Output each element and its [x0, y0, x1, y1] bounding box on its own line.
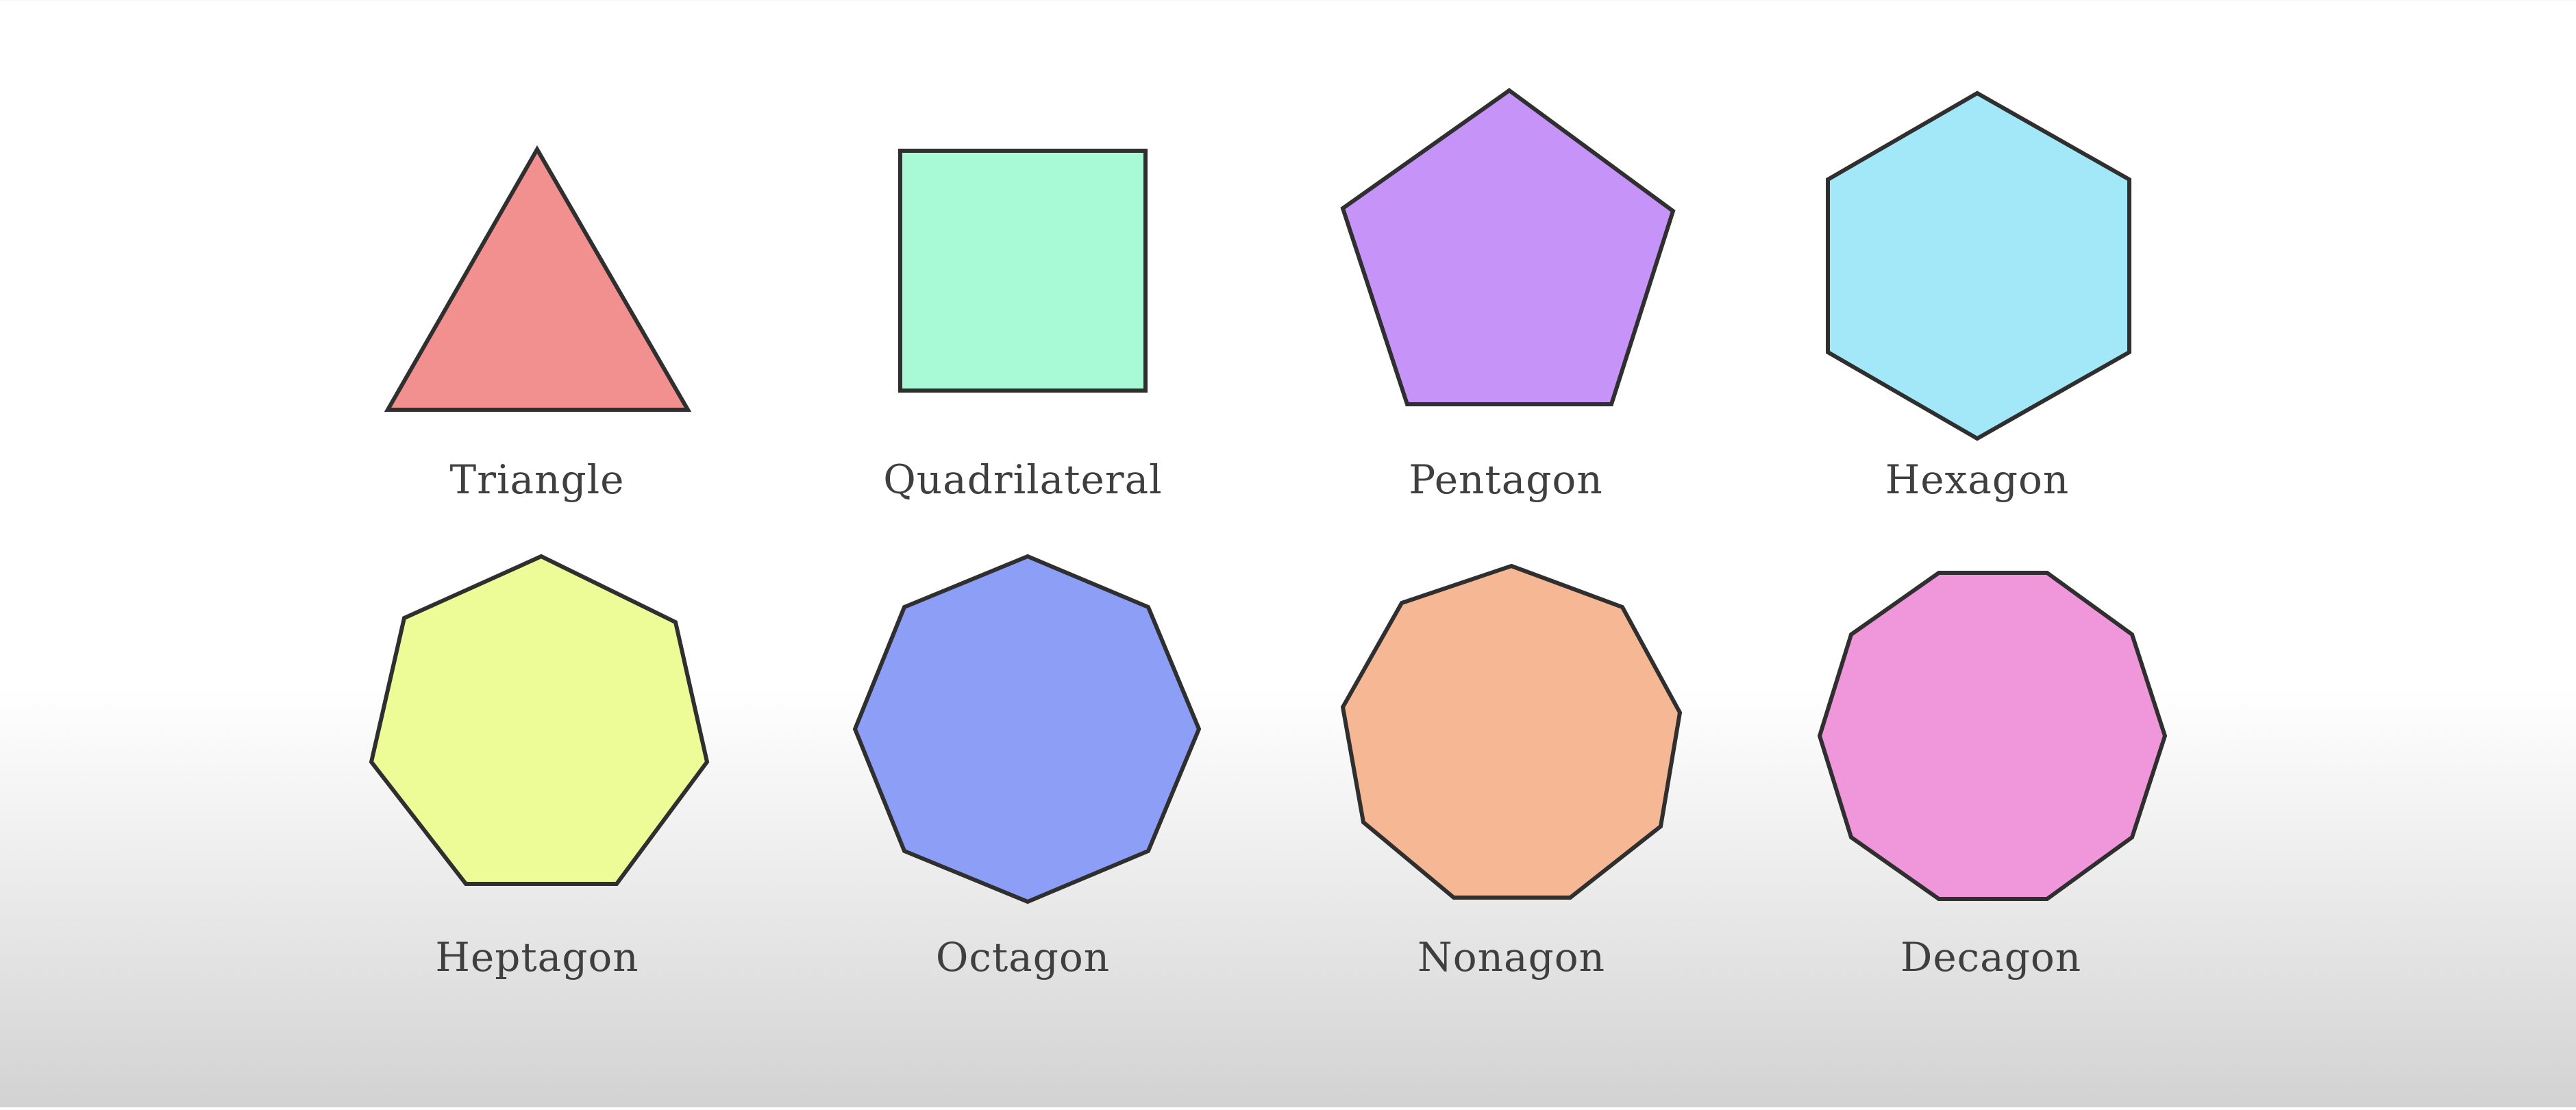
nonagon-label: Nonagon — [1417, 934, 1605, 981]
triangle-shape — [384, 145, 692, 412]
shape-quadrilateral: Quadrilateral — [883, 149, 1163, 503]
shape-triangle: Triangle — [384, 145, 692, 503]
shape-hexagon: Hexagon — [1826, 90, 2131, 503]
octagon-label: Octagon — [936, 934, 1110, 981]
triangle-label: Triangle — [450, 456, 625, 503]
quadrilateral-shape — [898, 149, 1148, 393]
octagon-shape — [852, 554, 1202, 904]
shape-heptagon: Heptagon — [369, 554, 710, 981]
shape-pentagon: Pentagon — [1340, 88, 1676, 503]
decagon-shape — [1817, 571, 2168, 901]
heptagon-shape — [369, 554, 710, 886]
shape-nonagon: Nonagon — [1340, 563, 1683, 981]
nonagon-shape — [1340, 563, 1683, 900]
shape-decagon: Decagon — [1817, 571, 2168, 981]
decagon-label: Decagon — [1900, 934, 2081, 981]
pentagon-shape — [1340, 88, 1676, 406]
pentagon-label: Pentagon — [1409, 456, 1602, 503]
hexagon-shape — [1826, 90, 2131, 441]
hexagon-label: Hexagon — [1885, 456, 2070, 503]
quadrilateral-label: Quadrilateral — [883, 456, 1163, 503]
heptagon-label: Heptagon — [435, 934, 639, 981]
shape-octagon: Octagon — [852, 554, 1202, 981]
